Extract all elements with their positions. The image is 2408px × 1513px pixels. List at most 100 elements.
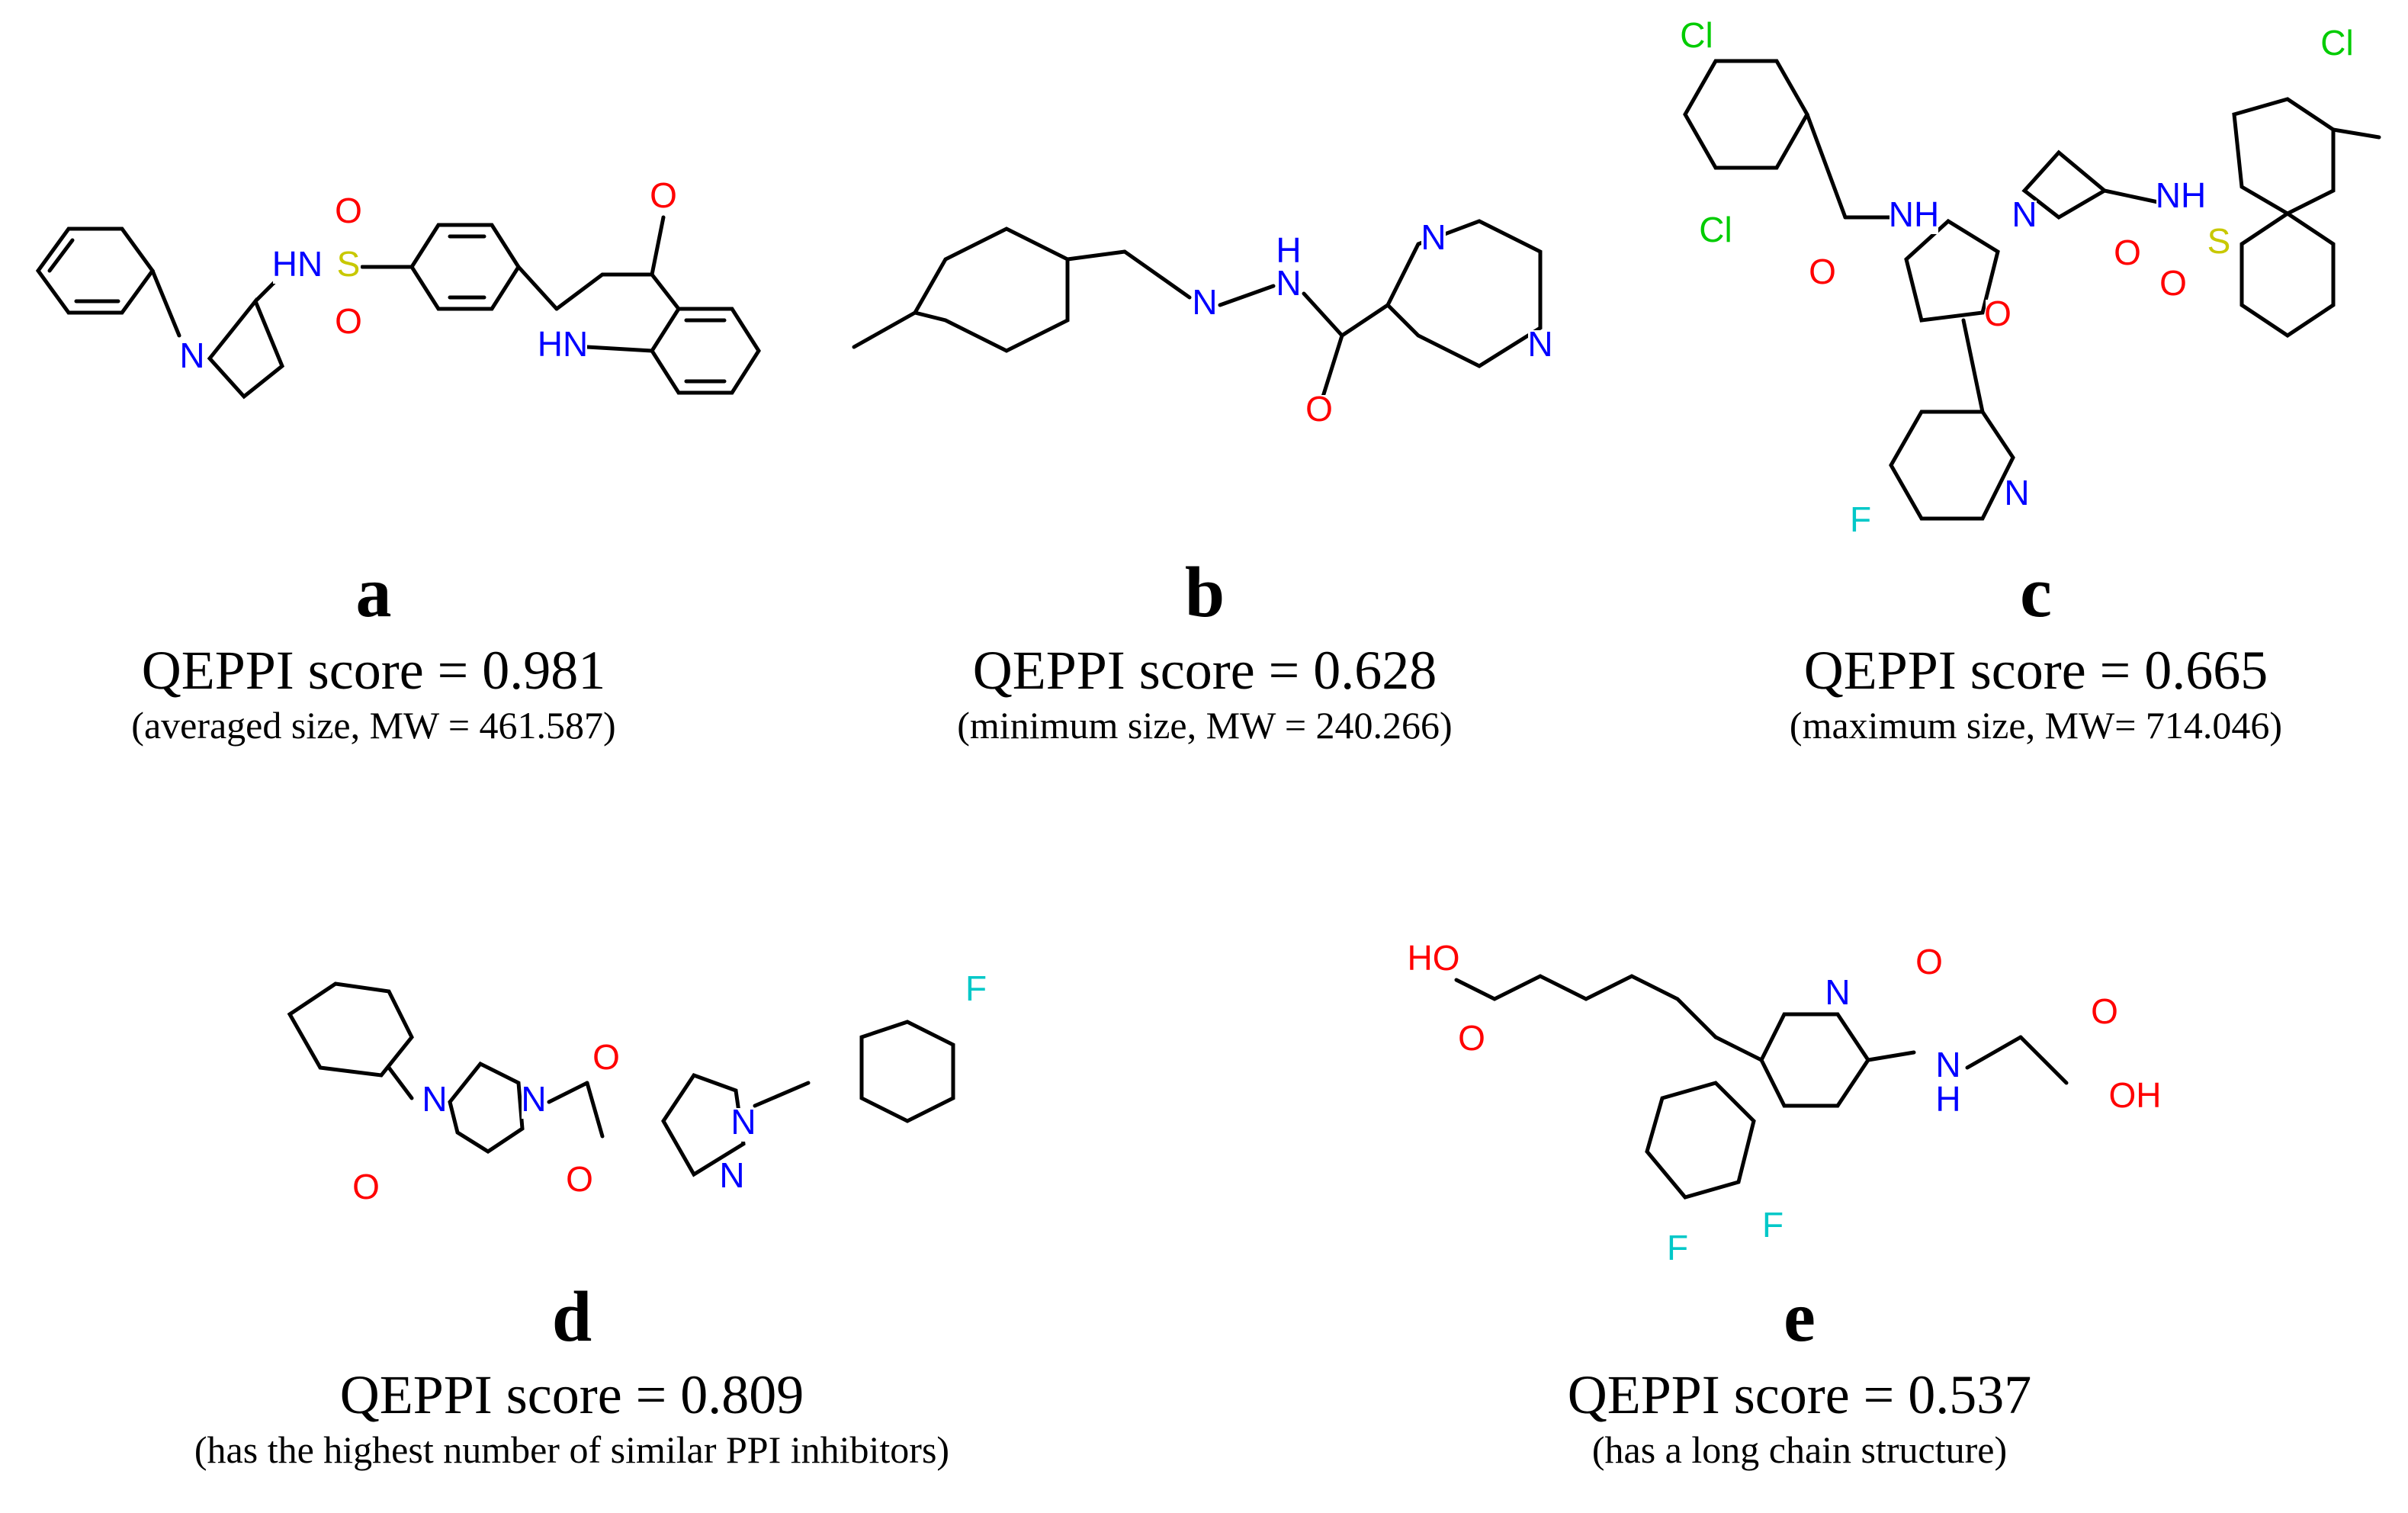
atom-label: HN <box>272 244 323 284</box>
atom-label-bg <box>651 181 676 215</box>
atom-label: O <box>335 301 362 341</box>
atom-label: O <box>1984 294 2011 333</box>
atom-label: O <box>1809 252 1836 291</box>
atom-label: O <box>566 1159 593 1199</box>
atom-label: S <box>337 244 361 284</box>
atom-label-bg <box>1889 201 1938 234</box>
atom-label: F <box>1850 500 1871 539</box>
atom-label-bg <box>1528 330 1552 364</box>
atom-label: O <box>592 1037 620 1077</box>
atom-label-bg <box>1848 506 1873 539</box>
caption-c: c QEPPI score = 0.665 (maximum size, MW=… <box>1693 557 2379 747</box>
atom-label-bg <box>2115 239 2140 272</box>
atom-label: O <box>1305 389 1333 429</box>
atom-label: F <box>1667 1228 1688 1267</box>
atom-label: N <box>1192 282 1217 322</box>
score-d: QEPPI score = 0.809 <box>339 1364 804 1425</box>
atom-label-bg <box>1986 300 2010 333</box>
atom-label: N <box>1276 263 1301 303</box>
atom-label-bg <box>567 1165 592 1199</box>
atom-label: Cl <box>2320 23 2353 63</box>
atom-label: NH <box>1889 194 1939 234</box>
atom-label-bg <box>964 975 988 1008</box>
atom-label-bg <box>522 1085 546 1119</box>
score-a: QEPPI score = 0.981 <box>141 640 606 701</box>
atom-label-bg <box>538 330 587 364</box>
atom-label: N <box>1527 324 1552 364</box>
label-e: e <box>1784 1277 1816 1357</box>
atom-label-bg <box>1665 1234 1690 1267</box>
atom-label: N <box>521 1079 546 1119</box>
label-c: c <box>2020 553 2052 632</box>
atom-label: N <box>719 1155 744 1195</box>
atom-label-bg <box>1672 21 1721 55</box>
atom-label: N <box>2011 194 2037 234</box>
atom-label: O <box>2159 263 2187 303</box>
atom-label: HN <box>538 324 588 364</box>
atom-label: OH <box>2109 1075 2162 1115</box>
atom-label-bg <box>2005 479 2029 512</box>
atom-label-bg <box>1307 395 1331 429</box>
atom-label: N <box>1825 972 1850 1012</box>
caption-d: d QEPPI score = 0.809 (has the highest n… <box>114 1281 1029 1471</box>
atom-label-bg <box>1936 1051 1960 1084</box>
atom-label-bg <box>1459 1024 1484 1058</box>
atom-label-bg <box>336 197 361 230</box>
atom-label: N <box>2004 473 2029 512</box>
atom-label: O <box>352 1167 380 1206</box>
atom-label-bg <box>336 250 361 284</box>
atom-label-bg <box>594 1043 618 1077</box>
atom-label-bg <box>720 1161 744 1195</box>
caption-a: a QEPPI score = 0.981 (averaged size, MW… <box>31 557 717 747</box>
caption-e: e QEPPI score = 0.537 (has a long chain … <box>1388 1281 2211 1471</box>
atom-label: H <box>1276 230 1301 270</box>
note-e: (has a long chain structure) <box>1591 1428 2008 1471</box>
atom-label-bg <box>2161 269 2185 303</box>
label-b: b <box>1184 553 1225 632</box>
atom-label: H <box>1935 1079 1960 1119</box>
atom-label-bg <box>336 307 361 341</box>
atom-label-bg <box>1810 258 1835 291</box>
atom-label-bg <box>2207 227 2231 261</box>
atom-label-bg <box>180 342 204 375</box>
atom-label-bg <box>354 1173 378 1206</box>
label-a: a <box>355 553 392 632</box>
atom-label: O <box>650 175 677 215</box>
atom-label: O <box>2091 991 2118 1031</box>
label-d: d <box>551 1277 592 1357</box>
atom-label-bg <box>2092 997 2117 1031</box>
atom-label: S <box>2207 221 2231 261</box>
atom-label: N <box>730 1102 756 1142</box>
atom-label-bg <box>1825 978 1850 1012</box>
atom-label-bg <box>1276 236 1301 270</box>
atom-label: Cl <box>1680 15 1713 55</box>
atom-label: O <box>1458 1018 1485 1058</box>
note-c: (maximum size, MW= 714.046) <box>1789 703 2283 747</box>
atom-label-bg <box>2012 201 2037 234</box>
atom-label-bg <box>731 1108 756 1142</box>
score-b: QEPPI score = 0.628 <box>972 640 1437 701</box>
atom-label-bg <box>2313 29 2361 63</box>
note-d: (has the highest number of similar PPI i… <box>194 1428 950 1471</box>
atom-label-bg <box>1193 288 1217 322</box>
atom-label: F <box>965 969 987 1008</box>
note-a: (averaged size, MW = 461.587) <box>131 703 616 747</box>
atom-label: O <box>335 191 362 230</box>
atom-label: O <box>1915 942 1943 981</box>
atom-label-bg <box>273 250 322 284</box>
atom-label: N <box>179 336 204 375</box>
score-c: QEPPI score = 0.665 <box>1803 640 2268 701</box>
atom-label: N <box>1421 217 1446 257</box>
atom-label: F <box>1762 1205 1784 1245</box>
atom-label-bg <box>2111 1081 2159 1115</box>
atom-label: N <box>1935 1045 1960 1084</box>
atom-label-bg <box>1421 223 1446 257</box>
atom-label-bg <box>422 1085 447 1119</box>
atom-label: HO <box>1408 938 1460 978</box>
atom-label-bg <box>1409 944 1458 978</box>
caption-b: b QEPPI score = 0.628 (minimum size, MW … <box>862 557 1548 747</box>
